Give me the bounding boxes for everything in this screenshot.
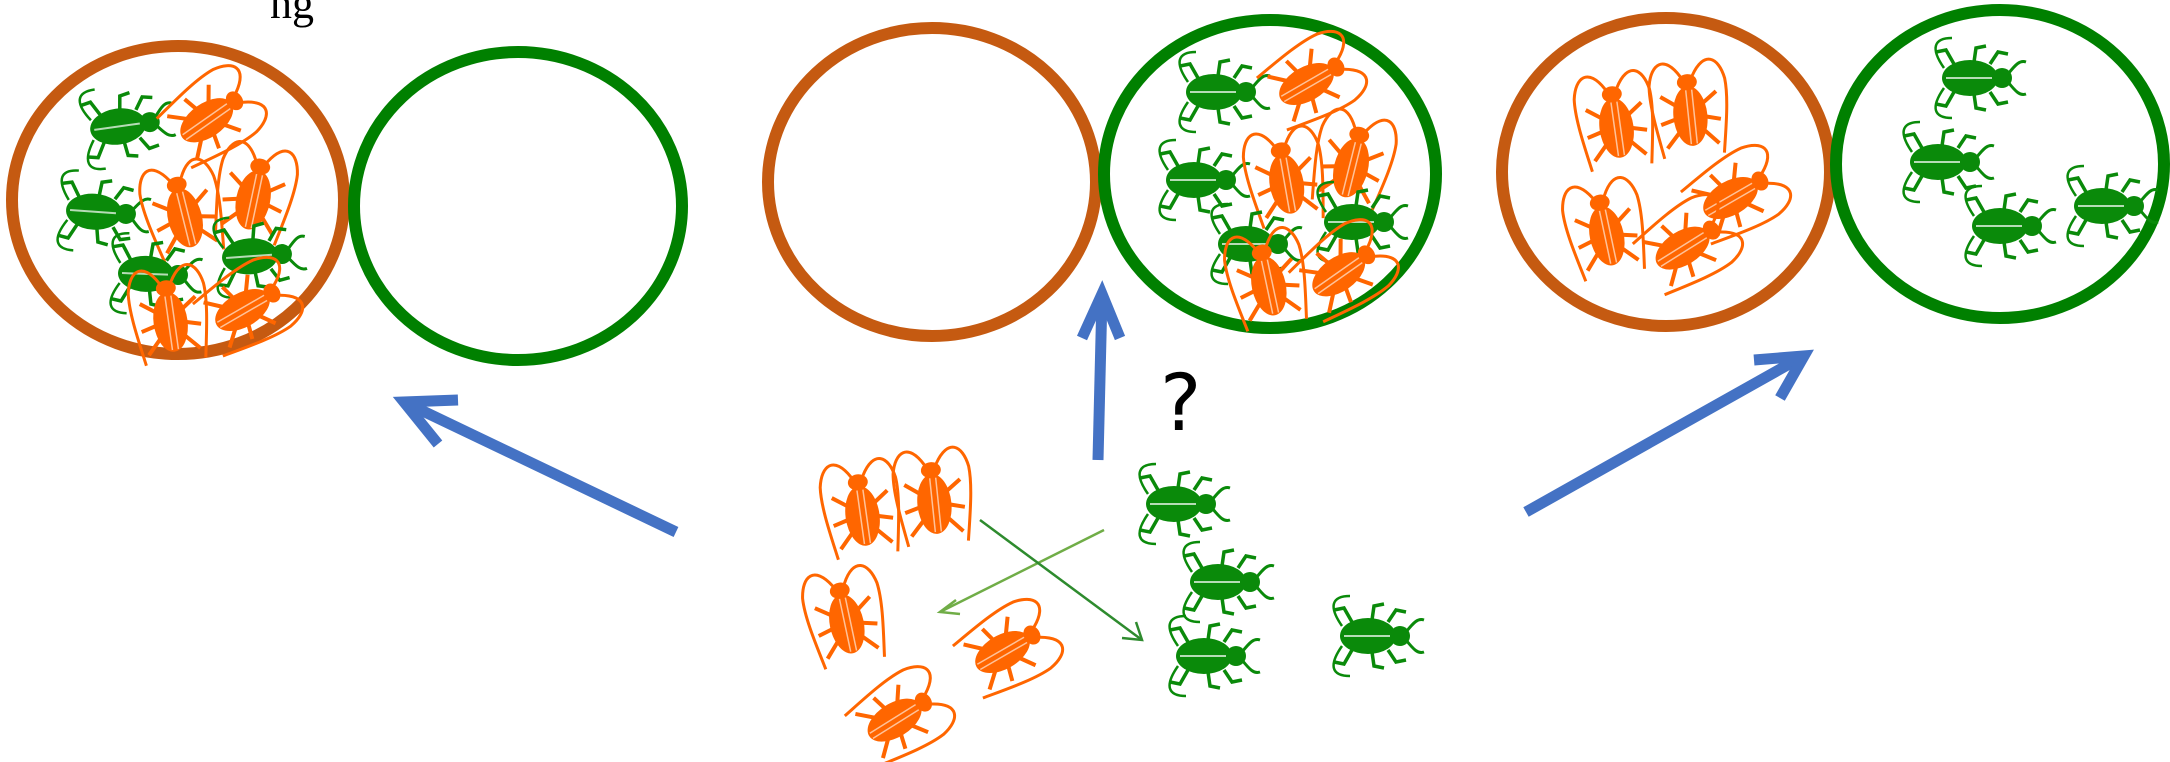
green-beetle-icon [1167, 614, 1262, 698]
left-green-circle [348, 46, 688, 366]
right-orange-circle [1496, 12, 1836, 332]
green-beetle-icon [211, 210, 311, 301]
left-orange-circle [6, 40, 350, 360]
question-mark: ? [1160, 359, 1201, 449]
green-beetle-icon [76, 77, 181, 173]
orange-beetle-icon [795, 560, 895, 674]
left-panel [6, 40, 688, 369]
orange-beetle-icon [946, 589, 1072, 708]
middle-green-circle [1098, 14, 1442, 334]
caption-fragment: ng [270, 0, 314, 28]
arrow-icon [1753, 349, 1814, 401]
middle-panel [762, 14, 1442, 342]
green-beetle-icon [1181, 540, 1276, 624]
orange-beetle-icon [888, 443, 979, 550]
green-beetle-icon [1331, 594, 1426, 678]
green-beetle-icon [1901, 120, 1996, 204]
swap-arrow-dark [979, 518, 1143, 642]
arrow-to-left-panel [401, 397, 679, 537]
arrow-icon [936, 599, 961, 616]
right-green-circle [1830, 4, 2170, 324]
orange-beetle-icon [1555, 172, 1655, 286]
green-beetle-icon [1933, 36, 2028, 120]
right-panel [1496, 4, 2170, 332]
green-beetle-icon [1157, 138, 1252, 222]
arrow-to-middle-panel [1092, 295, 1108, 461]
middle-orange-circle [762, 22, 1102, 342]
orange-beetle-icon [838, 656, 964, 762]
green-beetle-icon [55, 167, 155, 258]
green-beetle-icon [1177, 50, 1272, 134]
arrow-icon [1121, 621, 1144, 642]
arrow-to-right-panel [1523, 353, 1803, 517]
arrow-icon [1076, 280, 1126, 341]
arrow-icon [392, 394, 459, 448]
swap-arrow-light [939, 528, 1105, 614]
orange-beetle-icon [1568, 66, 1663, 175]
green-beetle-icon [1137, 462, 1232, 546]
orange-beetle-icon [1644, 55, 1735, 162]
green-beetle-icon [1963, 184, 2058, 268]
source-group [795, 443, 1426, 762]
